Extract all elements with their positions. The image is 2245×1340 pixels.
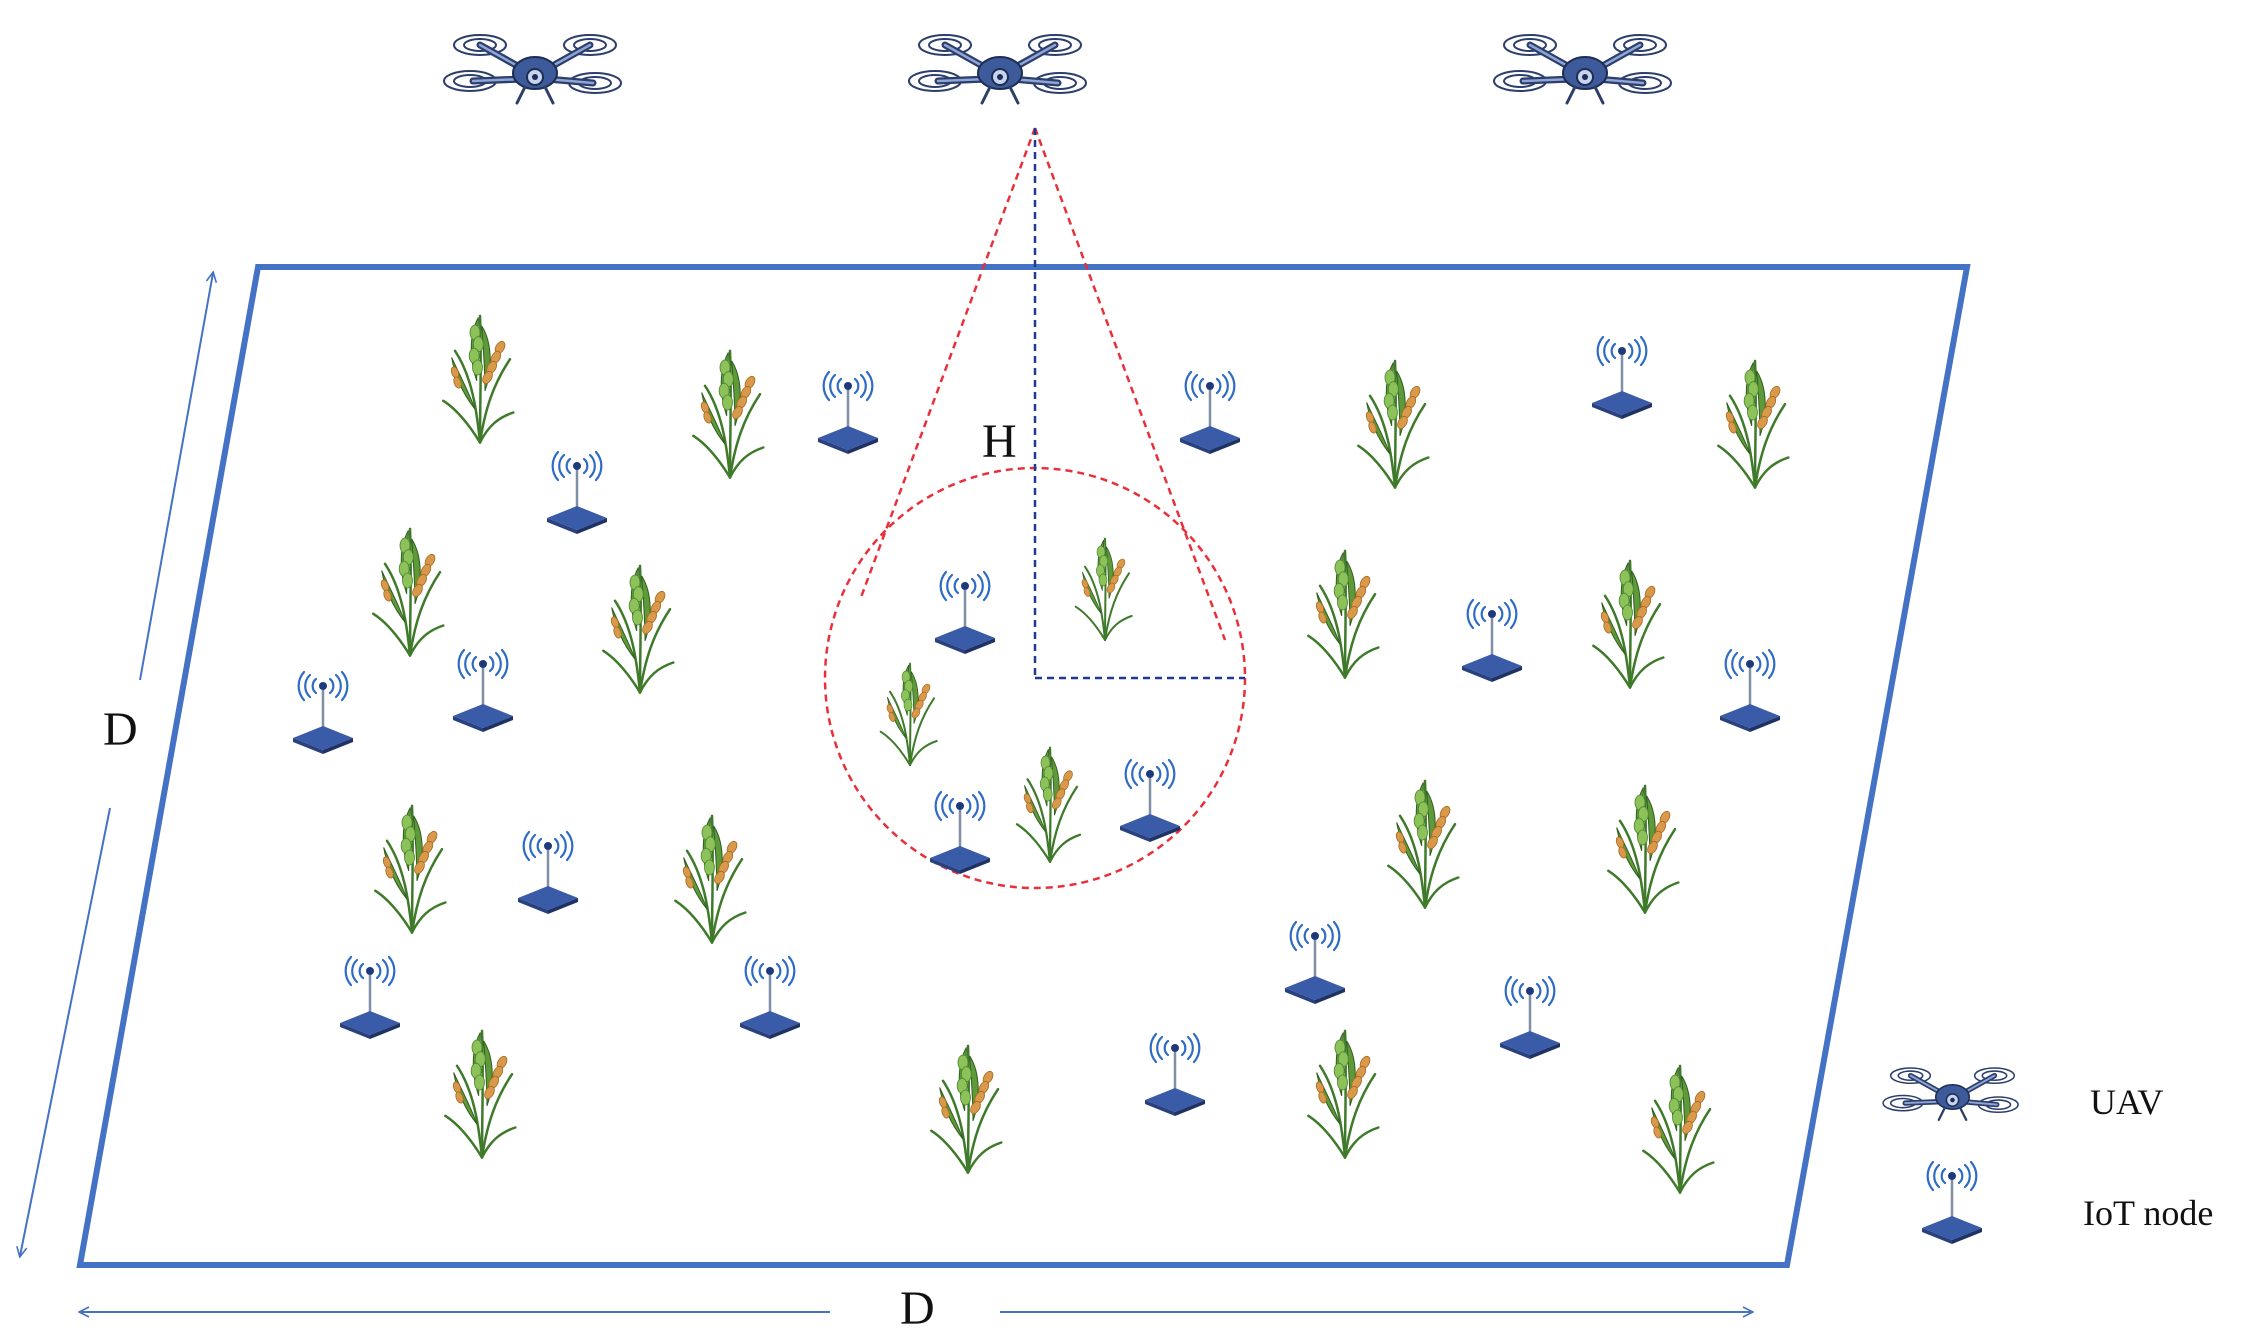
wheat-plant-icon <box>691 349 765 479</box>
wheat-plant-icon <box>371 527 445 657</box>
iot-node-icon <box>1498 975 1562 1061</box>
uav-3-drone-icon <box>1494 35 1671 103</box>
wheat-plant-icon <box>673 814 747 944</box>
iot-node-icon <box>1178 370 1242 456</box>
uav-1-drone-icon <box>444 35 621 103</box>
wheat-plant-icon <box>1386 779 1460 909</box>
iot-node-icon <box>1590 335 1654 421</box>
wheat-plant-icon <box>1306 549 1380 679</box>
iot-node-icon <box>545 450 609 536</box>
height-label: H <box>982 415 1017 468</box>
iot-node-icon <box>928 790 992 876</box>
plants <box>371 314 1790 1194</box>
iot-node-icon <box>1283 920 1347 1006</box>
wheat-plant-icon <box>1591 559 1665 689</box>
wheat-plant-icon <box>601 564 675 694</box>
left-dimension-arrow-upper <box>139 273 213 681</box>
wheat-plant-icon <box>1074 537 1133 642</box>
iot-node-icon <box>451 648 515 734</box>
wheat-plant-icon <box>1606 784 1680 914</box>
iot-node-icon <box>1118 758 1182 844</box>
iot-node-icon <box>816 370 880 456</box>
wheat-plant-icon <box>929 1044 1003 1174</box>
bottom-side-length-label: D <box>900 1282 935 1335</box>
legend-iot-node-label: IoT node <box>2083 1193 2214 1233</box>
legend-drone-icon <box>1883 1068 2018 1120</box>
left-dimension-arrow-lower <box>20 807 111 1256</box>
wheat-plant-icon <box>1356 359 1430 489</box>
wheat-plant-icon <box>1641 1064 1715 1194</box>
coverage-cone-left-edge <box>858 127 1037 601</box>
legend-iot-node-icon <box>1920 1160 1984 1246</box>
iot-node-icon <box>1460 598 1524 684</box>
iot-node-icon <box>933 570 997 656</box>
iot-node-icon <box>1143 1032 1207 1118</box>
iot-node-icon <box>1718 648 1782 734</box>
legend-uav-label: UAV <box>2090 1082 2164 1122</box>
wheat-plant-icon <box>1015 746 1082 864</box>
wheat-plant-icon <box>443 1029 517 1159</box>
iot-node-icon <box>516 830 580 916</box>
wheat-plant-icon <box>879 662 938 767</box>
iot-nodes <box>291 335 1782 1118</box>
coverage-cone-right-edge <box>1033 127 1227 641</box>
wheat-plant-icon <box>1716 359 1790 489</box>
wheat-plant-icon <box>1306 1029 1380 1159</box>
wheat-plant-icon <box>373 804 447 934</box>
iot-node-icon <box>291 670 355 756</box>
left-side-length-label: D <box>103 703 138 756</box>
wheat-plant-icon <box>441 314 515 444</box>
field-boundary <box>76 264 1971 1268</box>
uav-2-drone-icon <box>909 35 1086 103</box>
iot-node-icon <box>338 955 402 1041</box>
iot-node-icon <box>738 955 802 1041</box>
